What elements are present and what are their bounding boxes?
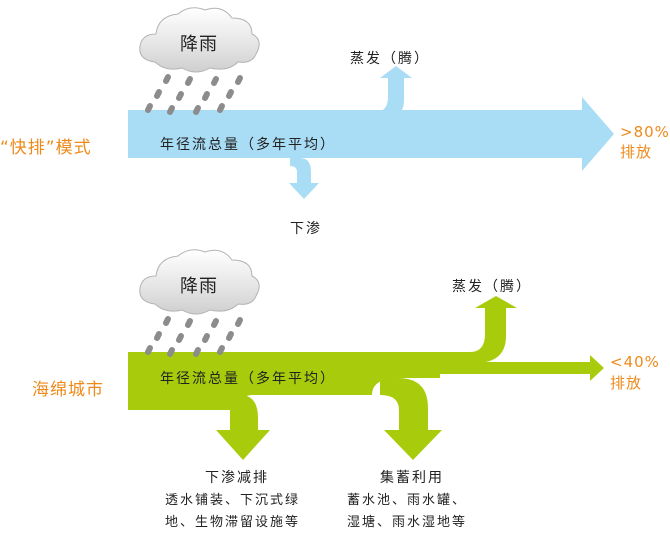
top-discharge-label: 排放 (620, 143, 653, 161)
top-cloud-label: 降雨 (180, 34, 218, 55)
top-discharge-percent: >80% (620, 123, 670, 141)
bottom-main-body (128, 352, 440, 410)
bottom-discharge-percent: <40% (610, 353, 660, 371)
bottom-rain-icon (145, 316, 243, 357)
branch-infiltration-line-1: 透水铺装、下沉式绿 (165, 493, 301, 508)
bottom-infiltration-arrow (216, 395, 270, 460)
top-infiltration-label: 下渗 (290, 221, 322, 237)
top-main-flow-label: 年径流总量（多年平均） (160, 137, 336, 153)
bottom-flow (128, 296, 604, 460)
bottom-evaporation-label: 蒸发（腾） (452, 279, 532, 295)
top-evaporation-label: 蒸发（腾） (350, 51, 430, 67)
branch-storage-line-2: 湿塘、雨水湿地等 (347, 515, 468, 530)
bottom-cloud-icon (139, 249, 260, 315)
bottom-evaporation-arrow (430, 296, 517, 363)
top-mode-label: “快排”模式 (0, 138, 92, 158)
bottom-discharge-arrow (420, 355, 604, 381)
top-evaporation-arrow (350, 66, 412, 120)
top-main-arrow (128, 97, 614, 171)
branch-storage-title: 集蓄利用 (380, 470, 444, 486)
bottom-cloud-label: 降雨 (180, 276, 218, 297)
branch-infiltration-title: 下渗减排 (205, 470, 269, 486)
top-infiltration-arrow (289, 158, 319, 199)
top-cloud-icon (139, 7, 260, 73)
branch-storage-line-1: 蓄水池、雨水罐、 (347, 493, 468, 508)
top-rain-icon (145, 74, 243, 115)
top-flow (128, 66, 614, 199)
branch-infiltration-line-2: 地、生物滞留设施等 (165, 515, 301, 530)
bottom-main-flow-label: 年径流总量（多年平均） (160, 371, 336, 387)
bottom-mode-label: 海绵城市 (32, 380, 104, 400)
bottom-discharge-label: 排放 (610, 374, 643, 392)
bottom-storage-arrow (380, 378, 442, 460)
